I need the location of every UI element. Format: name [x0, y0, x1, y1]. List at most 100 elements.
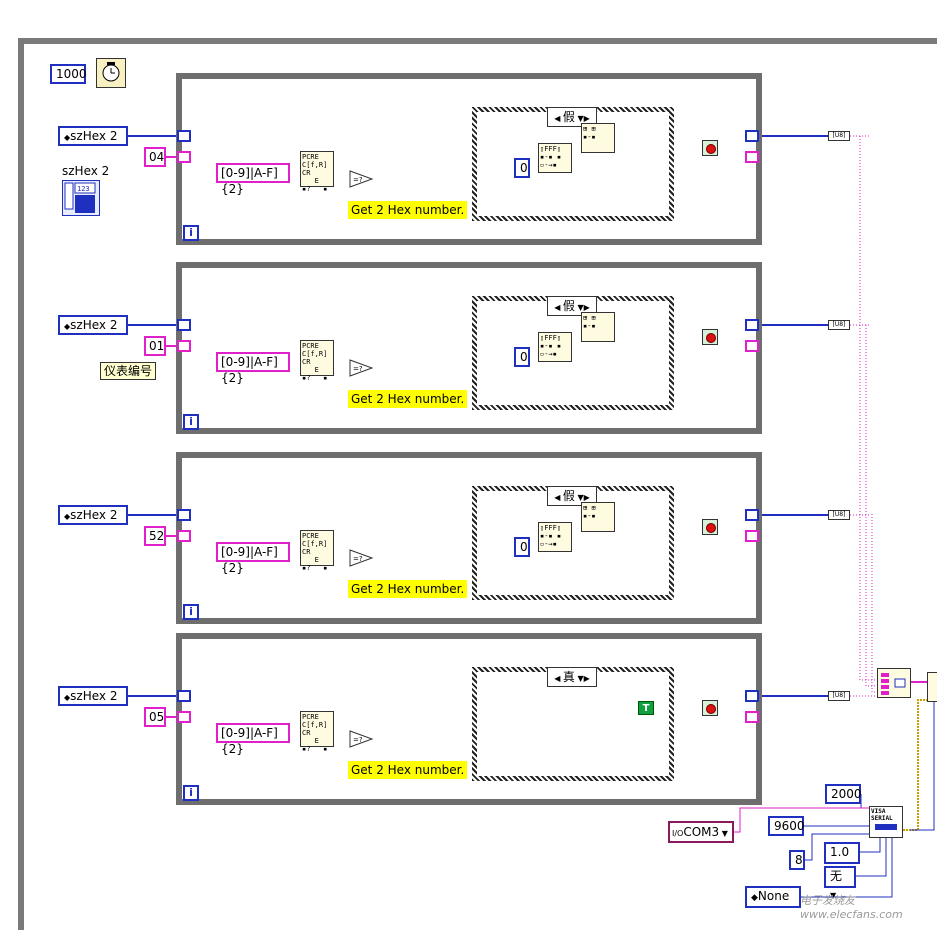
- chevron-down-icon: ▼: [719, 829, 728, 838]
- zero-constant[interactable]: 0: [514, 347, 530, 367]
- legend-label: szHex 2: [62, 164, 110, 178]
- prev-case-icon: ◀: [554, 303, 563, 312]
- outer-frame: [18, 38, 937, 930]
- case-selector[interactable]: ◀ 假 ▼▶: [547, 296, 597, 316]
- loop-output-tunnel: [745, 151, 759, 163]
- empty-string-compare-icon: =?: [348, 548, 374, 572]
- prev-case-icon: ◀: [554, 114, 563, 123]
- chevron-down-icon: ▼▶: [574, 114, 590, 123]
- case-selector[interactable]: ◀ 假 ▼▶: [547, 486, 597, 506]
- string-arrow-icon: ◆: [64, 133, 71, 142]
- device-number-constant[interactable]: 05: [144, 707, 166, 727]
- watermark: 电子发烧友 www.elecfans.com: [800, 894, 903, 921]
- string-arrow-icon: ◆: [64, 512, 71, 521]
- input-label: szHex 2: [70, 129, 118, 143]
- loop-input-tunnel: [177, 151, 191, 163]
- case-selector[interactable]: ◀ 假 ▼▶: [547, 107, 597, 127]
- baud-rate-constant[interactable]: 9600: [768, 816, 805, 836]
- parity-value: 无: [830, 869, 843, 883]
- data-bits-constant[interactable]: 8: [789, 850, 805, 870]
- loop-output-tunnel: [745, 530, 759, 542]
- u8-array-terminal: [U8]: [828, 320, 850, 330]
- timeout-constant[interactable]: 2000: [825, 784, 862, 804]
- case-label: 假: [562, 489, 575, 503]
- loop-iteration-terminal: i: [183, 604, 199, 620]
- stop-bits-ring[interactable]: 1.0 ▼: [824, 842, 860, 876]
- string-arrow-icon: ◆: [64, 693, 71, 702]
- loop-input-tunnel: [177, 130, 191, 142]
- loop-iteration-terminal: i: [183, 414, 199, 430]
- loop-output-tunnel: [745, 509, 759, 521]
- chevron-down-icon: ▼▶: [574, 303, 590, 312]
- loop-output-tunnel: [745, 319, 759, 331]
- regex-constant[interactable]: [0-9]|A-F]{2}: [216, 723, 290, 756]
- string-arrow-icon: ◆: [64, 322, 71, 331]
- format-string-function: ▯FFF▯▪-▪ ▪▫-→▪: [538, 143, 572, 173]
- empty-string-compare-icon: =?: [348, 358, 374, 382]
- input-label: szHex 2: [70, 689, 118, 703]
- case-label: 真: [562, 670, 575, 684]
- case-label: 假: [562, 299, 575, 313]
- prev-case-icon: ◀: [554, 493, 563, 502]
- loop-output-tunnel: [745, 690, 759, 702]
- stop-condition-icon: [702, 700, 718, 716]
- loop-input-tunnel: [177, 530, 191, 542]
- szhex-input-control[interactable]: ◆szHex 2: [58, 505, 128, 525]
- concatenate-function: ⊞ ⊞▪-▪: [581, 502, 615, 532]
- instrument-number-label: 仪表编号: [100, 362, 157, 380]
- chevron-down-icon: ▼▶: [574, 674, 590, 683]
- regex-constant[interactable]: [0-9]|A-F]{2}: [216, 352, 290, 385]
- input-label: szHex 2: [70, 508, 118, 522]
- loop-output-tunnel: [745, 340, 759, 352]
- case-selector[interactable]: ◀ 真 ▼▶: [547, 667, 597, 687]
- while-loop: [176, 452, 762, 624]
- svg-text:123: 123: [77, 185, 90, 193]
- true-constant[interactable]: T: [638, 701, 654, 715]
- szhex-input-control[interactable]: ◆szHex 2: [58, 315, 128, 335]
- hint-label: Get 2 Hex number.: [348, 580, 468, 598]
- empty-string-compare-icon: =?: [348, 169, 374, 193]
- while-loop: [176, 633, 762, 805]
- parity-ring[interactable]: 无 ▼: [824, 866, 856, 900]
- visa-serial-label: VISA SERIAL: [871, 808, 893, 822]
- case-label: 假: [562, 110, 575, 124]
- u8-array-terminal: [U8]: [828, 131, 850, 141]
- device-number-constant[interactable]: 01: [144, 336, 166, 356]
- zero-constant[interactable]: 0: [514, 158, 530, 178]
- empty-string-compare-icon: =?: [348, 729, 374, 753]
- svg-text:=?: =?: [353, 736, 363, 744]
- while-loop: [176, 73, 762, 245]
- wait-ms-constant[interactable]: 1000: [50, 64, 87, 84]
- u8-array-terminal: [U8]: [828, 691, 850, 701]
- device-number-constant[interactable]: 04: [144, 147, 166, 167]
- zero-constant[interactable]: 0: [514, 537, 530, 557]
- regex-constant[interactable]: [0-9]|A-F]{2}: [216, 163, 290, 196]
- hint-label: Get 2 Hex number.: [348, 761, 468, 779]
- stop-condition-icon: [702, 140, 718, 156]
- visa-port-value: COM3: [683, 825, 720, 839]
- stop-condition-icon: [702, 329, 718, 345]
- concatenate-function: ⊞ ⊞▪-▪: [581, 312, 615, 342]
- flow-control-ring[interactable]: ◆None: [745, 886, 801, 908]
- format-string-function: ▯FFF▯▪-▪ ▪▫-→▪: [538, 522, 572, 552]
- visa-configure-serial-icon: VISA SERIAL: [869, 806, 903, 838]
- array-indicator-icon: 123: [62, 180, 100, 216]
- loop-input-tunnel: [177, 690, 191, 702]
- stop-bits-value: 1.0: [830, 845, 850, 859]
- hint-label: Get 2 Hex number.: [348, 390, 468, 408]
- chevron-down-icon: ▼▶: [574, 493, 590, 502]
- regex-constant[interactable]: [0-9]|A-F]{2}: [216, 542, 290, 575]
- visa-port-control[interactable]: I/OCOM3 ▼: [668, 821, 734, 843]
- szhex-input-control[interactable]: ◆szHex 2: [58, 126, 128, 146]
- svg-text:=?: =?: [353, 555, 363, 563]
- input-label: szHex 2: [70, 318, 118, 332]
- stop-condition-icon: [702, 519, 718, 535]
- szhex-input-control[interactable]: ◆szHex 2: [58, 686, 128, 706]
- device-number-constant[interactable]: 52: [144, 526, 166, 546]
- prev-case-icon: ◀: [554, 674, 563, 683]
- concatenate-function: ⊞ ⊞▪-▪: [581, 123, 615, 153]
- wait-timer-icon: [96, 58, 126, 88]
- loop-output-tunnel: [745, 130, 759, 142]
